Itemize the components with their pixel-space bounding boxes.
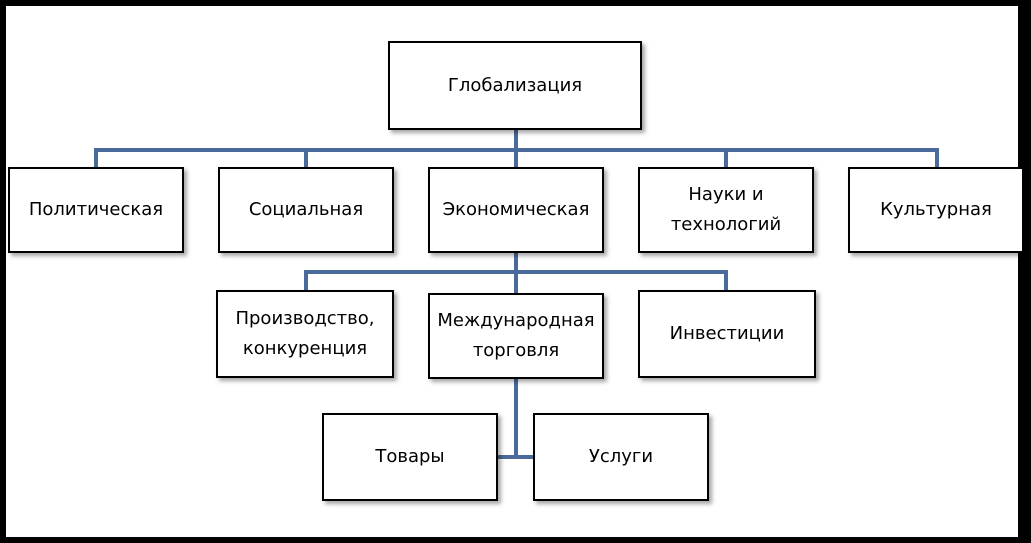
- node-globalization: Глобализация: [388, 41, 642, 130]
- node-investment: Инвестиции: [638, 290, 816, 378]
- node-services: Услуги: [533, 413, 709, 501]
- node-goods: Товары: [322, 413, 498, 501]
- node-political: Политическая: [8, 167, 184, 253]
- node-cultural: Культурная: [848, 167, 1024, 253]
- node-social: Социальная: [218, 167, 394, 253]
- node-production-competition: Производство, конкуренция: [216, 290, 394, 378]
- node-international-trade: Международная торговля: [428, 293, 604, 379]
- node-science-technology: Науки и технологий: [638, 167, 814, 253]
- node-economic: Экономическая: [428, 167, 604, 253]
